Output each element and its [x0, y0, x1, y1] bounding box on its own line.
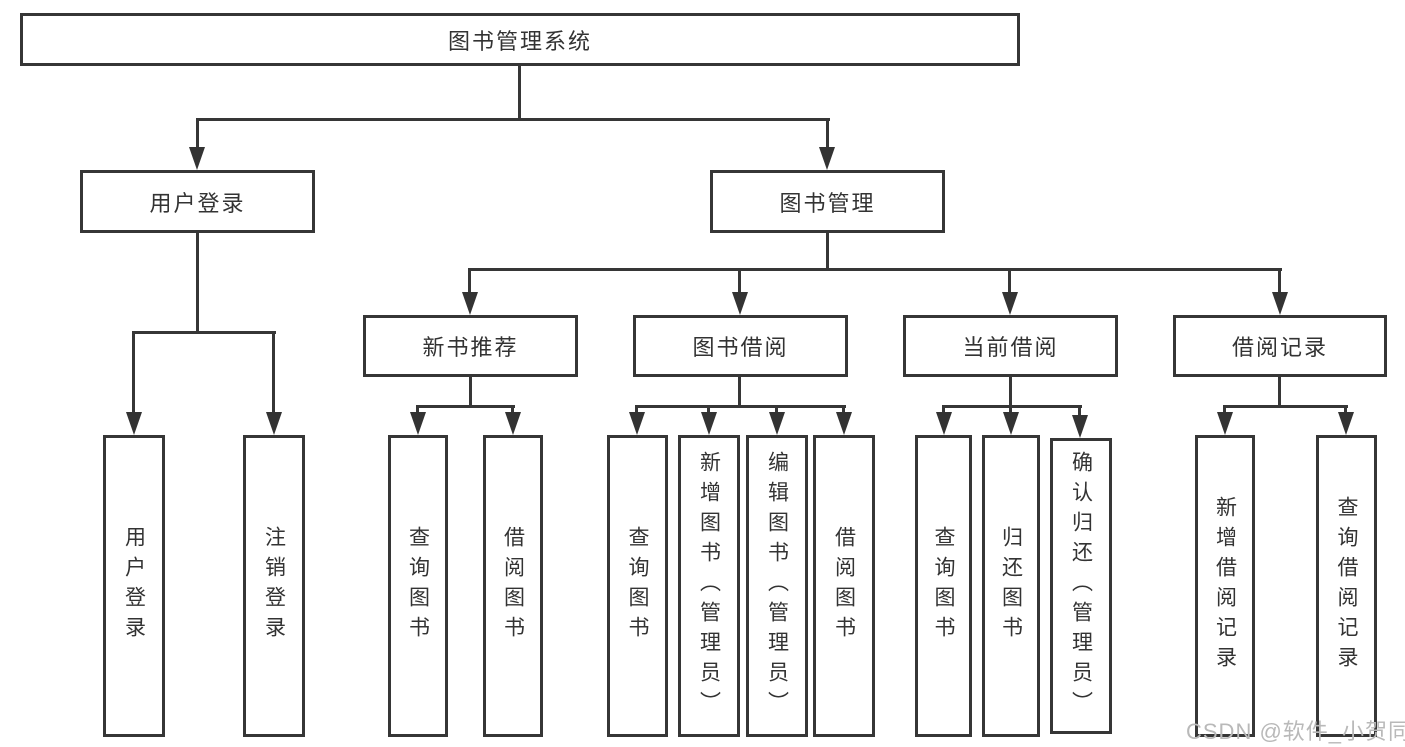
connector-bookmgmt-stem: [826, 231, 829, 270]
connector-drop-leaf: [1078, 405, 1081, 415]
arrow-down-icon: [266, 412, 282, 435]
connector-borrowing-branch: [635, 405, 846, 408]
node-borrowing-records: 借阅记录: [1173, 315, 1387, 377]
node-label: 借阅图书: [501, 526, 525, 646]
node-label: 当前借阅: [962, 335, 1059, 360]
arrow-down-icon: [1338, 412, 1354, 435]
node-book-management: 图书管理: [710, 170, 945, 233]
arrow-down-icon: [836, 412, 852, 435]
arrow-down-icon: [189, 147, 205, 170]
node-label: 用户登录: [122, 526, 146, 646]
arrow-down-icon: [1003, 412, 1019, 435]
leaf-query-books-recommend: 查询图书: [388, 435, 448, 737]
leaf-borrow-books-recommend: 借阅图书: [483, 435, 543, 737]
connector-userlogin-stem: [196, 231, 199, 333]
connector-drop-level3: [1008, 268, 1011, 296]
connector-drop-level3: [1278, 268, 1281, 296]
leaf-query-borrow-record: 查询借阅记录: [1316, 435, 1377, 737]
connector-drop-leaf: [1344, 405, 1347, 415]
connector-drop-leaf: [1009, 405, 1012, 415]
node-label: 查询借阅记录: [1335, 496, 1358, 676]
connector-current-branch: [942, 405, 1082, 408]
connector-records-stem: [1278, 375, 1281, 407]
connector-recommend-branch: [416, 405, 515, 408]
connector-drop-level3: [738, 268, 741, 296]
leaf-add-borrow-record: 新增借阅记录: [1195, 435, 1255, 737]
node-label: 借阅图书: [832, 526, 856, 646]
node-label: 查询图书: [406, 526, 430, 646]
arrow-down-icon: [701, 412, 717, 435]
connector-current-stem: [1009, 375, 1012, 407]
arrow-down-icon: [769, 412, 785, 435]
arrow-down-icon: [462, 292, 478, 315]
arrow-down-icon: [1002, 292, 1018, 315]
connector-borrowing-stem: [738, 375, 741, 407]
node-label: 借阅记录: [1231, 335, 1328, 360]
connector-drop-leaf: [272, 331, 275, 414]
leaf-return-books: 归还图书: [982, 435, 1040, 737]
csdn-watermark: CSDN @软件_小贺同学: [1186, 719, 1405, 744]
node-label: 图书借阅: [692, 335, 789, 360]
connector-recommend-stem: [469, 375, 472, 407]
connector-drop-leaf: [511, 405, 514, 415]
connector-root-branch: [196, 118, 830, 121]
node-label: 用户登录: [149, 190, 246, 216]
connector-drop-leaf: [707, 405, 710, 415]
node-label: 编辑图书（管理员）: [765, 451, 789, 721]
leaf-edit-books-admin: 编辑图书（管理员）: [746, 435, 808, 737]
leaf-logout: 注销登录: [243, 435, 305, 737]
connector-drop-leaf: [132, 331, 135, 414]
connector-drop-leaf: [775, 405, 778, 415]
arrow-down-icon: [1072, 415, 1088, 438]
node-book-borrowing: 图书借阅: [633, 315, 848, 377]
arrow-down-icon: [1272, 292, 1288, 315]
leaf-add-books-admin: 新增图书（管理员）: [678, 435, 740, 737]
node-label: 新增借阅记录: [1213, 496, 1237, 676]
connector-drop-level3: [468, 268, 471, 296]
connector-root-stem: [518, 66, 521, 120]
arrow-down-icon: [819, 147, 835, 170]
node-label: 查询图书: [626, 526, 649, 646]
leaf-query-books-current: 查询图书: [915, 435, 972, 737]
node-label: 图书管理系统: [447, 28, 592, 54]
arrow-down-icon: [410, 412, 426, 435]
node-label: 注销登录: [262, 526, 286, 646]
connector-records-branch: [1223, 405, 1348, 408]
arrow-down-icon: [629, 412, 645, 435]
node-new-book-recommendation: 新书推荐: [363, 315, 578, 377]
connector-drop-leaf: [1223, 405, 1226, 415]
node-label: 新书推荐: [422, 335, 519, 360]
arrow-down-icon: [505, 412, 521, 435]
leaf-confirm-return-admin: 确认归还（管理员）: [1050, 438, 1112, 734]
node-label: 图书管理: [779, 190, 876, 216]
leaf-borrow-books: 借阅图书: [813, 435, 875, 737]
arrow-down-icon: [126, 412, 142, 435]
node-book-management-system: 图书管理系统: [20, 13, 1020, 66]
node-user-login: 用户登录: [80, 170, 315, 233]
connector-drop-leaf: [635, 405, 638, 415]
node-label: 确认归还（管理员）: [1069, 451, 1093, 721]
connector-bookmgmt-branch: [468, 268, 1282, 271]
arrow-down-icon: [1217, 412, 1233, 435]
connector-drop-leaf: [416, 405, 419, 415]
connector-drop-book-management: [826, 118, 829, 151]
node-current-borrowing: 当前借阅: [903, 315, 1118, 377]
leaf-query-books-borrow: 查询图书: [607, 435, 668, 737]
connector-drop-leaf: [842, 405, 845, 415]
arrow-down-icon: [732, 292, 748, 315]
node-label: 新增图书（管理员）: [697, 451, 721, 721]
node-label: 归还图书: [999, 526, 1023, 646]
arrow-down-icon: [936, 412, 952, 435]
connector-userlogin-branch: [132, 331, 276, 334]
node-label: 查询图书: [932, 526, 955, 646]
leaf-user-login: 用户登录: [103, 435, 165, 737]
connector-drop-user-login: [196, 118, 199, 151]
connector-drop-leaf: [942, 405, 945, 415]
